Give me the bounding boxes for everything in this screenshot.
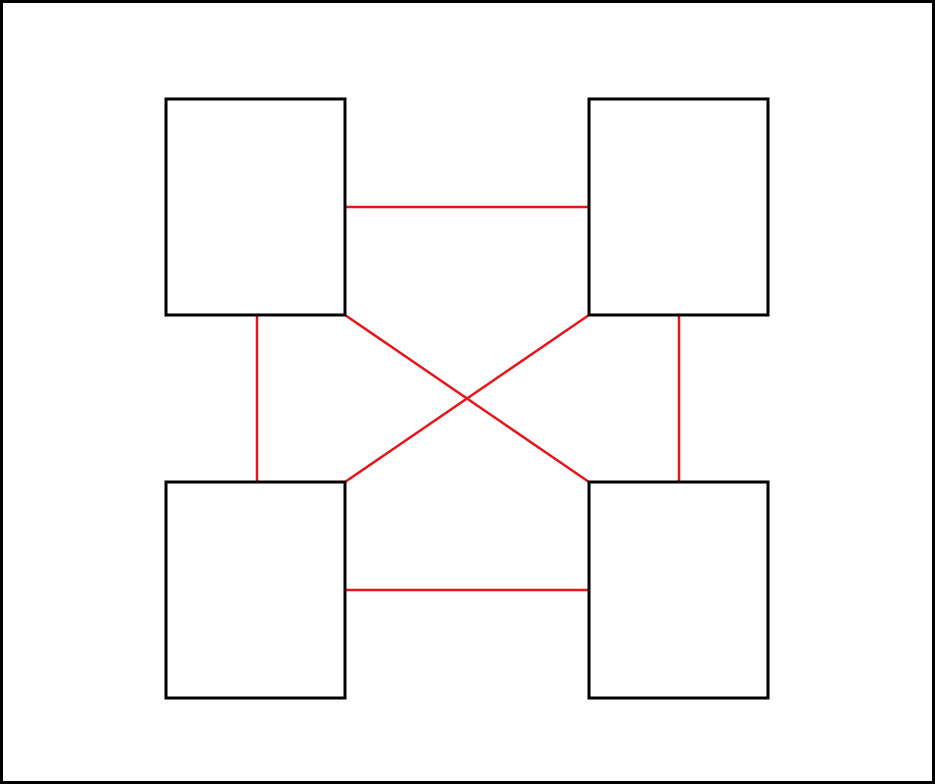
- node-bottom-left: [164, 480, 347, 700]
- node-top-left: [164, 97, 347, 317]
- node-bottom-right: [587, 480, 770, 700]
- edge-top-right-to-bottom-left: [344, 313, 590, 484]
- nodes-layer: [164, 97, 770, 700]
- node-top-right: [587, 97, 770, 317]
- edges-layer: [255, 205, 681, 592]
